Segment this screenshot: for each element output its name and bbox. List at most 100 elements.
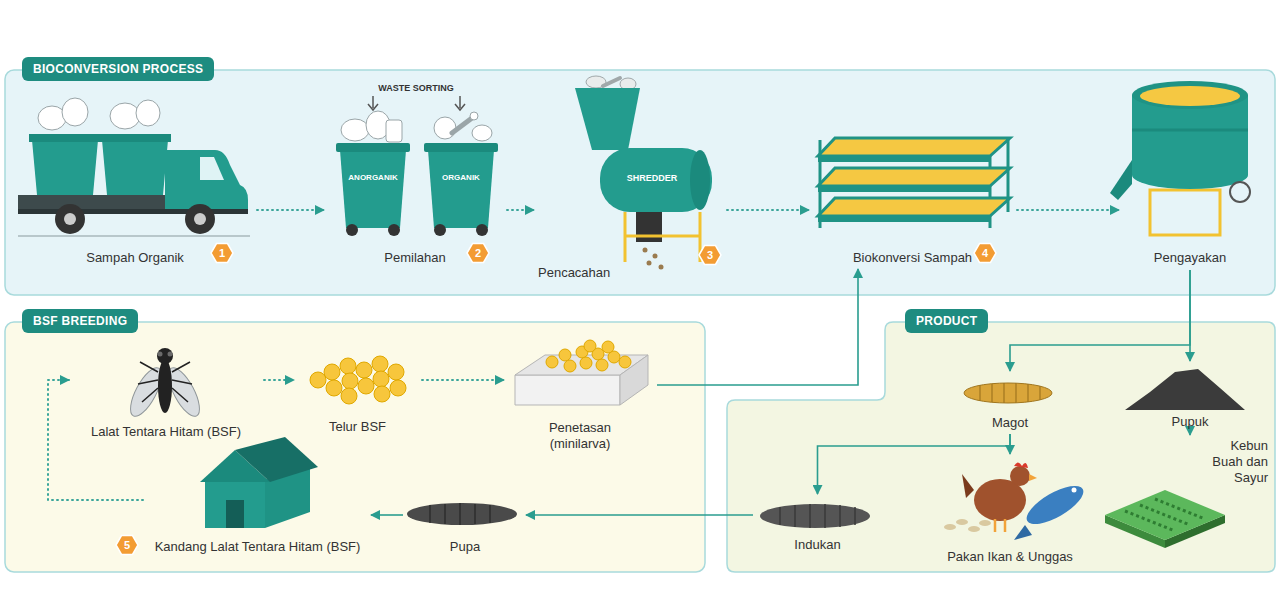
truck-icon (18, 195, 178, 209)
flow-arrow (1189, 270, 1191, 361)
process-step: Sampah Organik (15, 90, 255, 268)
truck-icon (200, 157, 224, 180)
flow-arrow (264, 379, 294, 381)
garden-icon (1105, 490, 1225, 540)
pupa-icon (407, 503, 517, 525)
sorting-bins (434, 117, 456, 139)
process-step: Kebun Buah dan Sayur (1100, 436, 1272, 546)
step-caption: Magot (992, 415, 1028, 431)
callout-number: 4 (982, 248, 988, 259)
panel-heading: BIOCONVERSION PROCESS (22, 57, 214, 81)
truck-icon (18, 235, 250, 237)
truck-icon (32, 140, 98, 195)
flow-arrow (1017, 209, 1119, 211)
process-step: Pupuk (1125, 362, 1255, 432)
truck-icon (99, 134, 171, 142)
garden-icon (1125, 499, 1205, 531)
feed-icon (1029, 474, 1037, 481)
step-caption: Indukan (794, 537, 840, 553)
feed-icon (962, 474, 974, 498)
sifter-icon (1230, 182, 1250, 202)
cage-icon (226, 500, 244, 528)
sorting-bins (476, 224, 488, 236)
hatch-box (602, 341, 614, 353)
step-caption: Kebun Buah dan Sayur (1206, 438, 1268, 486)
step-caption: Telur BSF (329, 419, 386, 435)
sorting-bins (336, 96, 498, 236)
hatch-box (559, 349, 571, 361)
process-step: Lalat Tentara Hitam (BSF) (70, 342, 262, 442)
sorting-note: WASTE SORTING (378, 84, 454, 93)
egg-icon (356, 362, 372, 378)
feed-icon (1014, 463, 1028, 469)
egg-icon (341, 388, 357, 404)
sorting-bins (434, 224, 446, 236)
shredder-icon (659, 265, 664, 270)
panel-ground (5, 70, 1275, 295)
flow-arrow (526, 514, 753, 516)
flow-arrow (1010, 270, 1190, 371)
rack-icon (818, 186, 990, 192)
garden-icon (1105, 490, 1225, 548)
flow-arrow (818, 434, 1011, 494)
feed-icon (1021, 479, 1088, 532)
step-caption: Pengayakan (1154, 250, 1226, 266)
truck-icon (55, 204, 85, 234)
feed-icon (995, 519, 1005, 532)
process-step: Penetasan (minilarva) (505, 340, 655, 454)
section-panel: BSF BREEDINGLalat Tentara Hitam (BSF)Tel… (5, 322, 705, 572)
panel-heading: PRODUCT (905, 309, 988, 333)
egg-icon (358, 378, 374, 394)
bin-label: ORGANIK (442, 174, 480, 182)
sorting-bins (340, 150, 406, 228)
flow-arrow (1189, 433, 1191, 435)
step-caption: Pupa (450, 539, 480, 555)
sorting-bins (472, 125, 492, 141)
machine-label: SHREDDER (627, 174, 678, 183)
hatch-box (546, 356, 558, 368)
step-caption: Lalat Tentara Hitam (BSF) (91, 424, 241, 440)
compost-icon (1125, 369, 1245, 410)
pupa-icon (430, 503, 490, 525)
hatch-box (564, 360, 576, 372)
callout-hexagon (116, 536, 138, 555)
rack-icon (818, 168, 1010, 186)
flow-arrow (657, 269, 858, 385)
feed-icon (1072, 488, 1077, 493)
shredder-icon (603, 78, 620, 86)
sifter-icon (1110, 81, 1250, 235)
hatch-box (546, 340, 631, 372)
callout-number: 2 (475, 248, 481, 259)
fly-icon (158, 359, 172, 413)
step-caption: Pemilahan (384, 250, 445, 266)
egg-icon (390, 380, 406, 396)
egg-icon (324, 364, 340, 380)
fly-icon (124, 348, 205, 421)
shredder-icon (690, 150, 710, 210)
shredder-icon (600, 148, 712, 212)
egg-icon (310, 356, 406, 404)
truck-icon (194, 213, 206, 225)
step-caption: Pencacahan (538, 265, 610, 281)
truck-icon (29, 134, 101, 142)
pupa-icon (407, 503, 517, 525)
panel-ground (5, 70, 1275, 572)
step-caption: Penetasan (minilarva) (535, 420, 625, 452)
shredder-icon (625, 212, 700, 262)
breeder-larva (780, 504, 855, 528)
egg-icon (372, 356, 388, 372)
cage-icon (235, 437, 318, 482)
panel-ground (5, 322, 705, 572)
hatch-box (584, 340, 596, 352)
callout-hexagon (699, 246, 721, 265)
rack-icon (818, 138, 1010, 228)
feed-icon (968, 526, 980, 532)
step-caption: Pakan Ikan & Unggas (947, 549, 1073, 565)
truck-icon (110, 103, 140, 129)
truck-icon (18, 98, 250, 236)
callout-number: 3 (707, 250, 713, 261)
flow-arrow (1009, 434, 1011, 454)
truck-icon (185, 204, 215, 234)
